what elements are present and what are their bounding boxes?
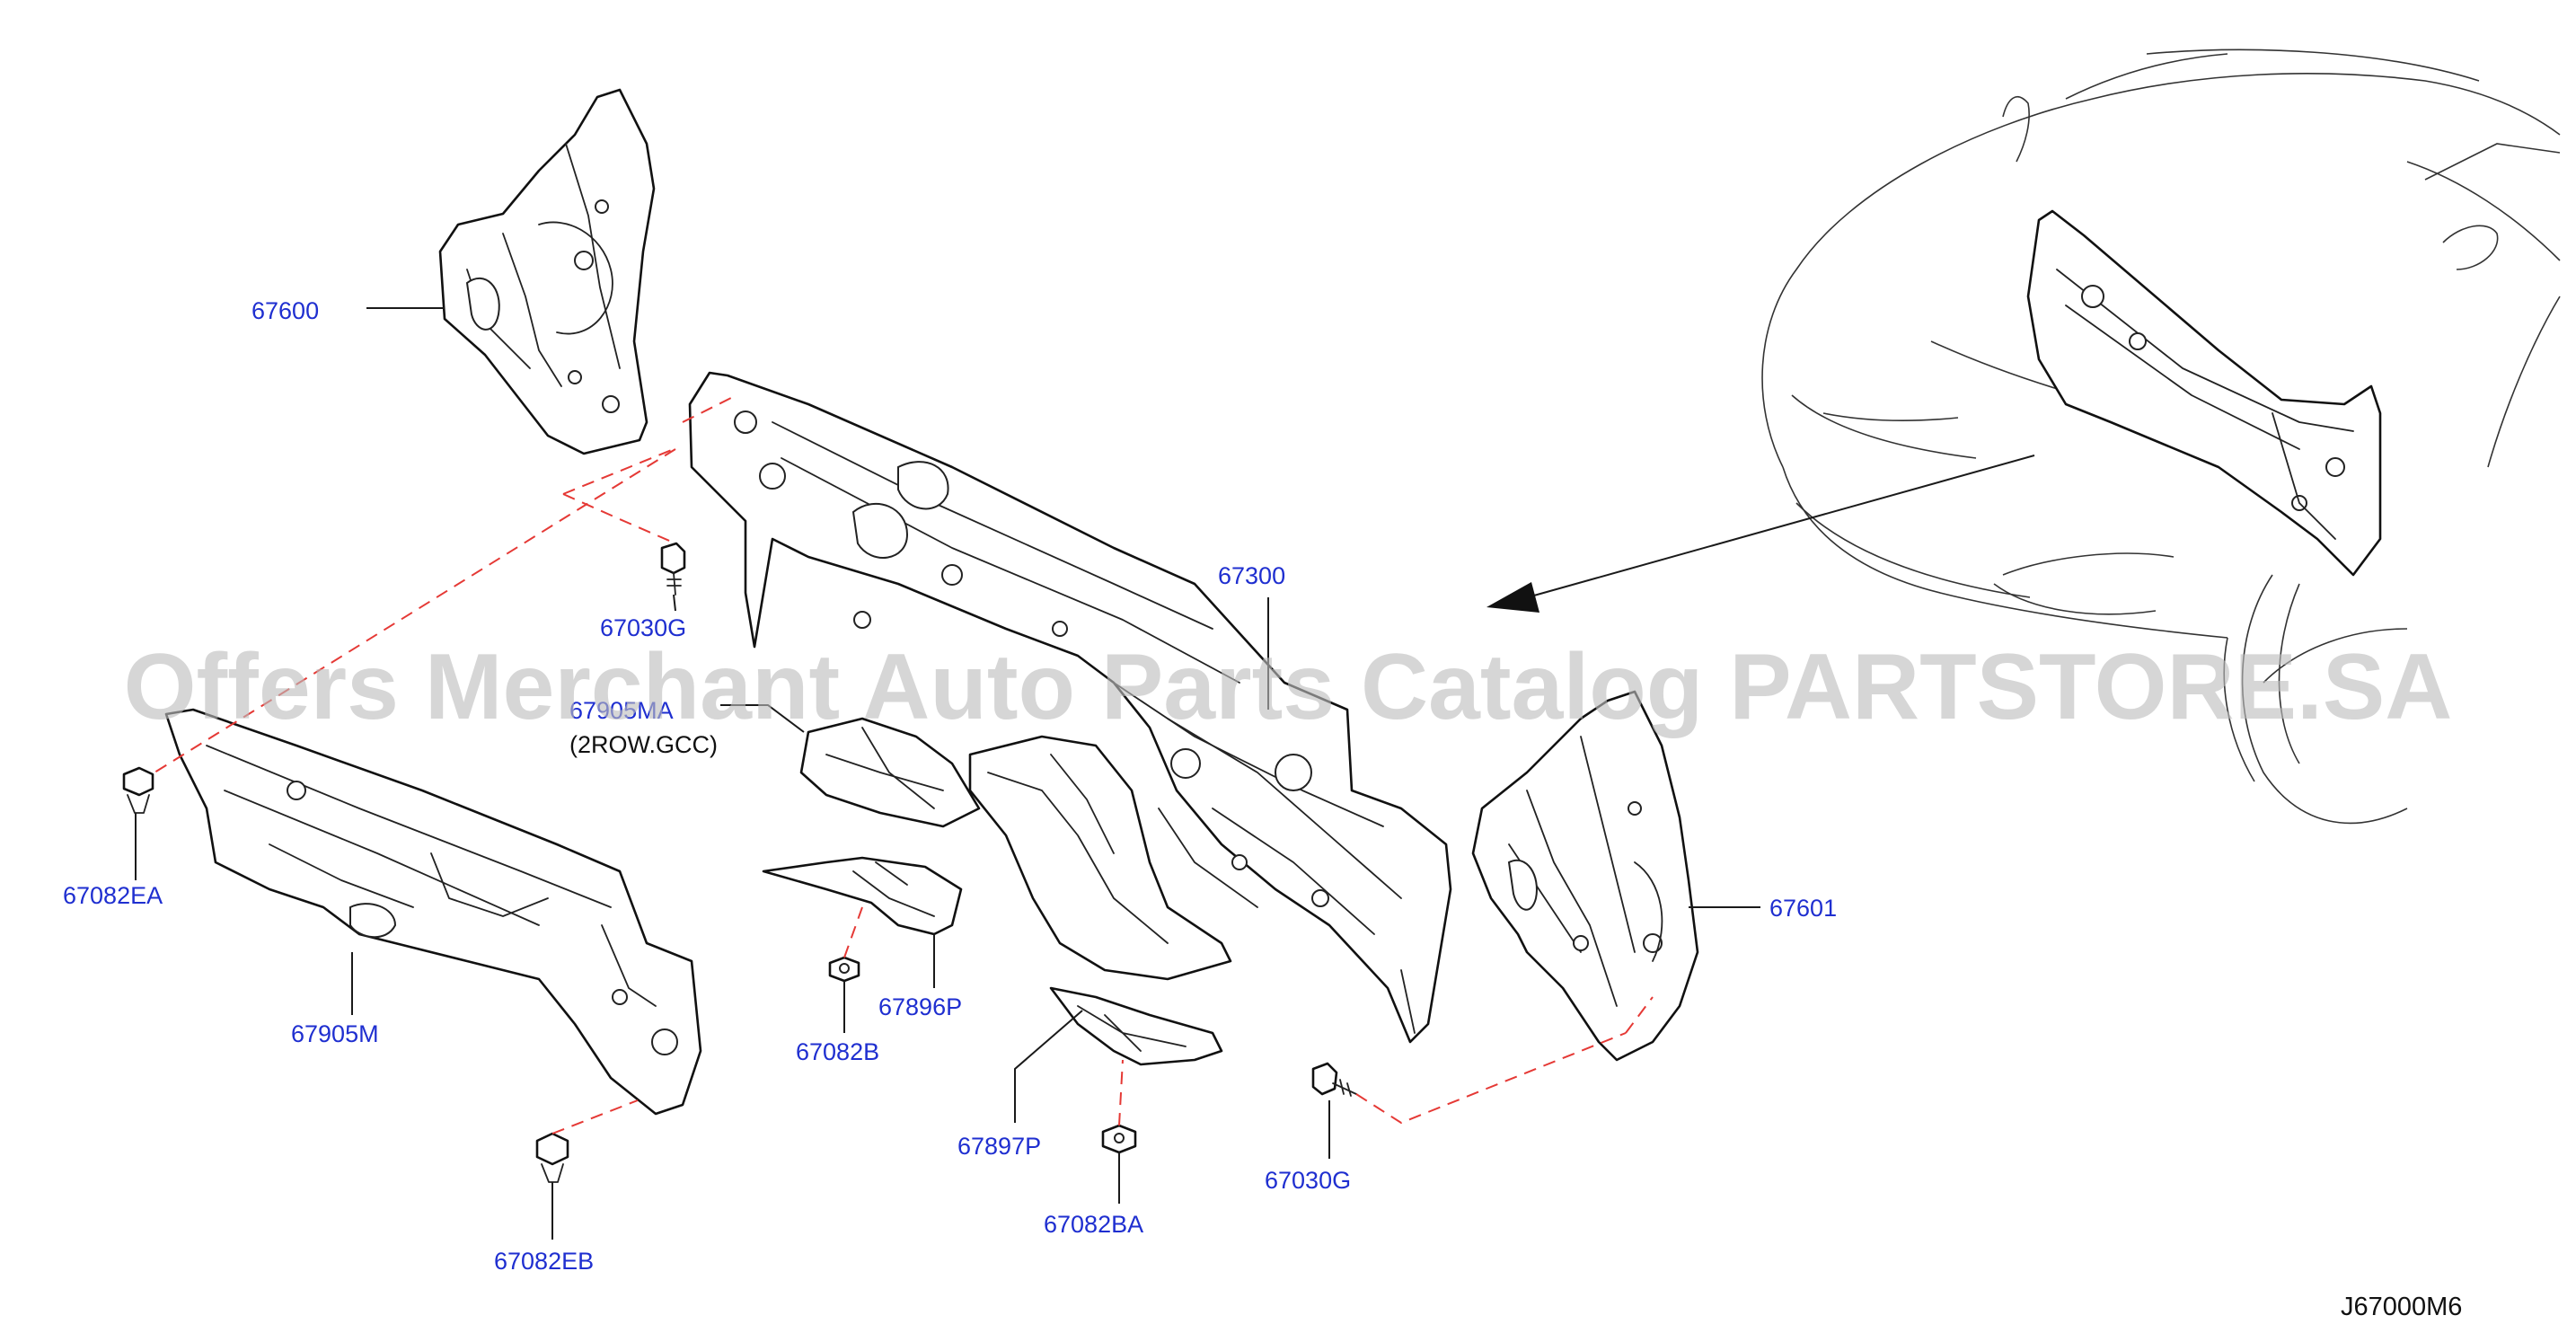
nut-67082B [828, 956, 860, 983]
label-67030G-bottom[interactable]: 67030G [1265, 1167, 1351, 1194]
vehicle-overview [1486, 49, 2561, 825]
bolt-67030G-top [660, 542, 686, 596]
part-67905MA-insulator [799, 717, 981, 828]
part-67601-side-panel [1471, 690, 1699, 1062]
label-2row-gcc: (2ROW.GCC) [569, 731, 718, 758]
part-labels: 67600 67300 67030G 67905MA (2ROW.GCC) 67… [63, 297, 1837, 1275]
label-67600[interactable]: 67600 [251, 297, 319, 324]
label-67082B[interactable]: 67082B [796, 1038, 879, 1065]
label-67897P[interactable]: 67897P [957, 1133, 1041, 1160]
dashed-guides [154, 394, 1654, 1134]
part-67600-side-panel [438, 88, 656, 455]
part-67897P-insulator [1049, 986, 1223, 1066]
tunnel-insulator [968, 735, 1232, 981]
label-67601[interactable]: 67601 [1769, 895, 1837, 922]
clip-67082EB [535, 1132, 569, 1183]
label-67905M[interactable]: 67905M [291, 1020, 379, 1047]
bolt-67030G-bottom [1311, 1062, 1357, 1097]
part-67300-dash-panel [688, 371, 1452, 1044]
label-67082EB[interactable]: 67082EB [494, 1248, 594, 1275]
nut-67082BA [1101, 1124, 1137, 1154]
label-67905MA[interactable]: 67905MA [569, 697, 674, 724]
watermark-text: Offers Merchant Auto Parts Catalog PARTS… [124, 635, 2453, 739]
clip-67082EA [122, 766, 154, 814]
label-67082BA[interactable]: 67082BA [1044, 1211, 1143, 1238]
leader-lines [135, 307, 1760, 1240]
label-67300[interactable]: 67300 [1218, 562, 1285, 589]
label-67896P[interactable]: 67896P [878, 993, 962, 1020]
part-67896P-insulator [762, 856, 963, 936]
label-67082EA[interactable]: 67082EA [63, 882, 163, 909]
diagram-code: J67000M6 [2341, 1293, 2462, 1321]
part-67905M-insulator [164, 708, 702, 1116]
label-67030G-top[interactable]: 67030G [600, 614, 686, 641]
